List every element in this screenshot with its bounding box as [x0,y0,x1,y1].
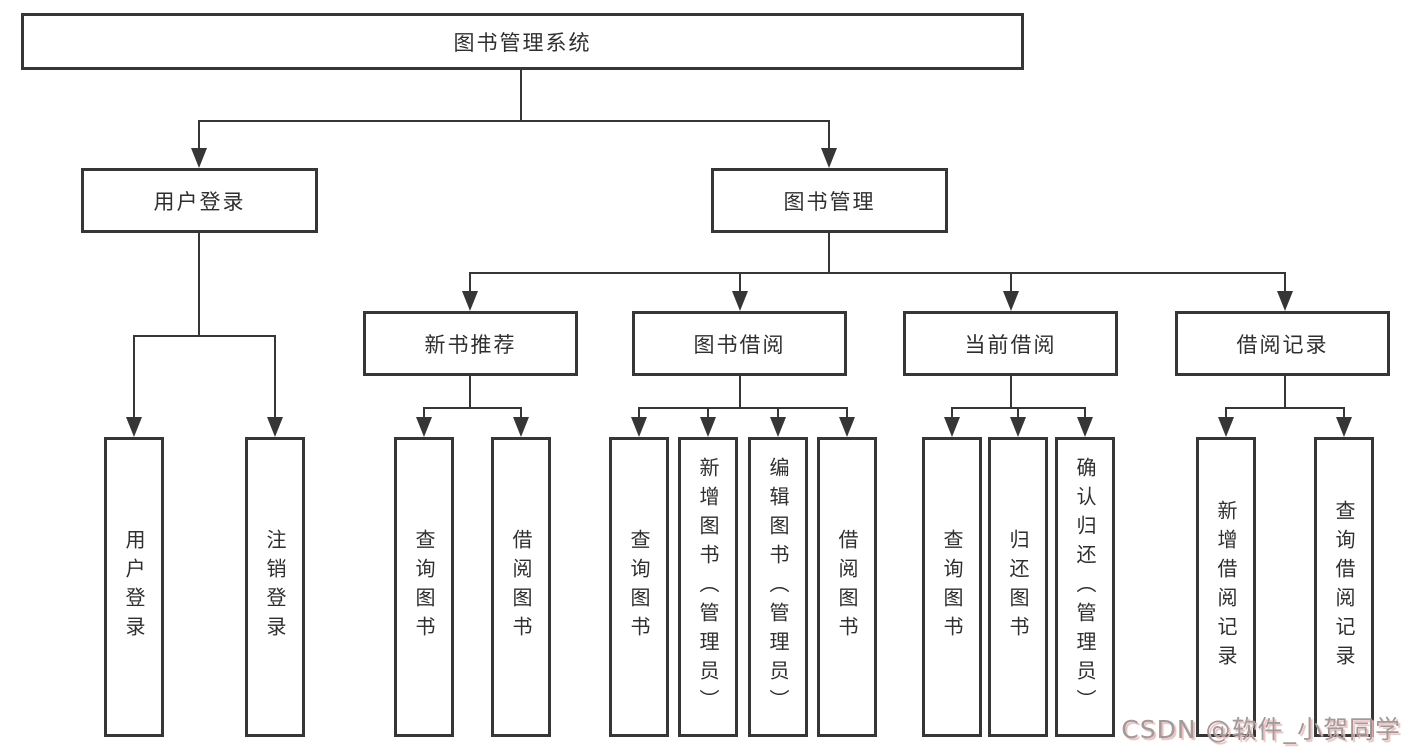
arrowhead-icon [631,417,647,437]
arrowhead-icon [732,291,748,311]
leaf-edit-book-admin: 编辑图书（管理员） [748,437,808,737]
arrow-to-leaf-query-book-2 [631,407,647,437]
leaf-user-login: 用户登录 [104,437,164,737]
node-borrow-record: 借阅记录 [1175,311,1390,376]
arrowhead-icon [1277,291,1293,311]
arrow-to-leaf-add-book [700,407,716,437]
arrowhead-icon [1336,417,1352,437]
arrow-to-user-login [191,120,207,168]
node-book-borrow: 图书借阅 [632,311,847,376]
arrow-to-leaf-edit-book [770,407,786,437]
leaf-confirm-return-admin: 确认归还（管理员） [1055,437,1115,737]
arrow-to-leaf-return-book [1010,407,1026,437]
arrow-to-leaf-query-book-1 [416,407,432,437]
arrowhead-icon [267,417,283,437]
node-new-book-recommend: 新书推荐 [363,311,578,376]
csdn-watermark: CSDN @软件_小贺同学 [1121,715,1401,744]
connector-book-mgmt-stub [828,233,830,272]
arrowhead-icon [126,417,142,437]
arrow-to-leaf-user-login [126,335,142,437]
node-book-management: 图书管理 [711,168,948,233]
connector-record-rail [1225,407,1345,409]
leaf-add-borrow-record: 新增借阅记录 [1196,437,1256,737]
leaf-logout: 注销登录 [245,437,305,737]
leaf-borrow-book-recommend: 借阅图书 [491,437,551,737]
arrowhead-icon [462,291,478,311]
arrow-to-leaf-confirm-return [1077,407,1093,437]
connector-borrow-rail [638,407,848,409]
connector-root-stub [520,70,522,120]
node-current-borrow: 当前借阅 [903,311,1118,376]
connector-recommend-rail [423,407,522,409]
connector-borrow-stub [739,376,741,407]
connector-book-mgmt-rail [469,272,1286,274]
arrowhead-icon [770,417,786,437]
arrowhead-icon [839,417,855,437]
arrow-to-leaf-borrow-book-2 [839,407,855,437]
arrowhead-icon [821,148,837,168]
connector-user-login-rail [133,335,276,337]
leaf-query-borrow-record: 查询借阅记录 [1314,437,1374,737]
arrow-to-leaf-logout [267,335,283,437]
arrowhead-icon [513,417,529,437]
arrow-to-book-borrow [732,272,748,311]
connector-current-stub [1010,376,1012,407]
leaf-query-book-borrow: 查询图书 [609,437,669,737]
connector-recommend-stub [469,376,471,407]
connector-record-stub [1284,376,1286,407]
arrow-to-new-book-recommend [462,272,478,311]
leaf-borrow-book: 借阅图书 [817,437,877,737]
arrow-to-borrow-record [1277,272,1293,311]
leaf-query-book-recommend: 查询图书 [394,437,454,737]
arrowhead-icon [1010,417,1026,437]
arrowhead-icon [1218,417,1234,437]
connector-root-rail [198,120,830,122]
connector-user-login-stub [198,233,200,335]
leaf-return-book: 归还图书 [988,437,1048,737]
arrow-to-leaf-query-record [1336,407,1352,437]
arrow-to-leaf-add-record [1218,407,1234,437]
leaf-add-book-admin: 新增图书（管理员） [678,437,738,737]
leaf-query-book-current: 查询图书 [922,437,982,737]
node-root-library-system: 图书管理系统 [21,13,1024,70]
arrowhead-icon [1077,417,1093,437]
arrow-to-book-management [821,120,837,168]
arrowhead-icon [191,148,207,168]
arrowhead-icon [416,417,432,437]
arrowhead-icon [944,417,960,437]
arrow-to-current-borrow [1003,272,1019,311]
arrow-to-leaf-query-book-3 [944,407,960,437]
arrowhead-icon [700,417,716,437]
node-user-login: 用户登录 [81,168,318,233]
arrow-to-leaf-borrow-book-1 [513,407,529,437]
arrowhead-icon [1003,291,1019,311]
